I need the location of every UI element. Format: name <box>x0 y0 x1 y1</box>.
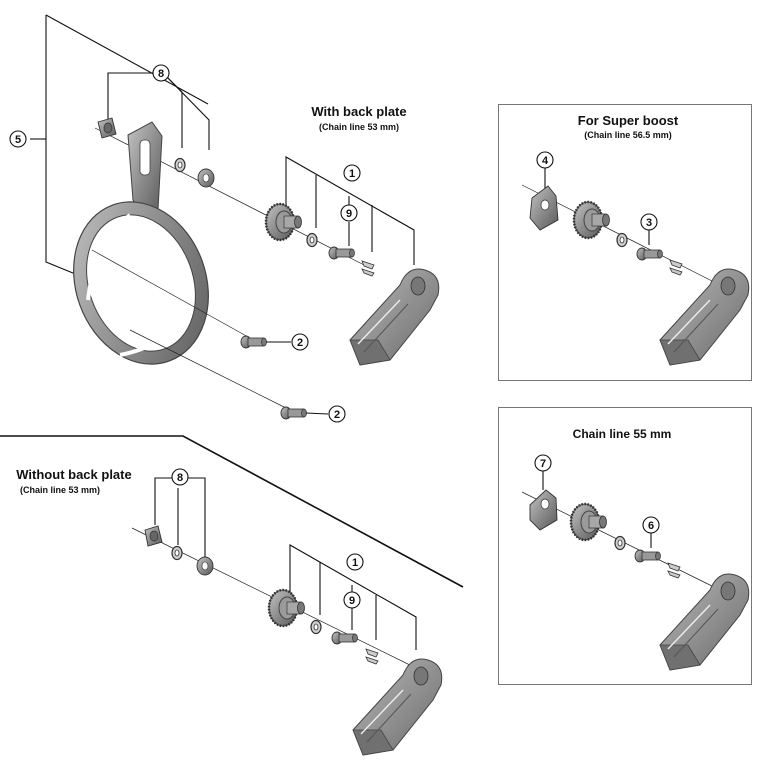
isg-adapter-top <box>264 202 303 242</box>
super-boost-subtitle: (Chain line 56.5 mm) <box>584 130 672 140</box>
svg-text:1: 1 <box>352 557 358 569</box>
washer-bottom <box>310 619 322 635</box>
svg-text:5: 5 <box>15 134 21 146</box>
back-plate <box>73 121 209 365</box>
callout-1-bottom-leader <box>289 544 417 650</box>
svg-text:6: 6 <box>648 520 654 532</box>
without-back-plate-subtitle: (Chain line 53 mm) <box>19 485 101 495</box>
adapter-plate-super-boost <box>529 185 559 231</box>
section-divider <box>0 435 464 588</box>
guide-bolt-1 <box>240 335 267 349</box>
callout-9-top: 9 <box>340 204 358 222</box>
chain-guide-super-boost <box>659 268 750 366</box>
fixing-bolt-top <box>328 246 355 260</box>
fixing-bolt-bottom <box>331 631 358 645</box>
washer-super-boost <box>616 232 628 248</box>
callout-2-b: 2 <box>328 405 346 423</box>
callout-2-a: 2 <box>291 333 309 351</box>
svg-text:7: 7 <box>540 458 546 470</box>
super-boost-inset <box>498 104 752 381</box>
mounting-screw-top <box>97 117 117 139</box>
isg-adapter-chain-line-55 <box>569 502 608 542</box>
svg-text:3: 3 <box>646 217 652 229</box>
chain-guide-bottom <box>352 658 443 756</box>
adapter-plate-chain-line-55 <box>529 489 558 531</box>
nut-top <box>197 168 215 188</box>
callout-5: 5 <box>9 130 27 148</box>
nut-bottom <box>196 556 214 576</box>
callout-4: 4 <box>536 151 554 169</box>
callout-1-bottom: 1 <box>346 553 364 571</box>
fixing-bolt-chain-line-55 <box>634 549 661 563</box>
clip-super-boost <box>669 259 683 276</box>
callout-6: 6 <box>642 516 660 534</box>
chain-guide-top <box>349 268 440 366</box>
svg-text:1: 1 <box>349 168 355 180</box>
callout-8-top: 8 <box>152 64 170 82</box>
super-boost-title: For Super boost <box>577 113 679 128</box>
with-back-plate-title: With back plate <box>311 104 407 119</box>
svg-text:2: 2 <box>334 409 340 421</box>
callout-7: 7 <box>534 454 552 472</box>
callout-8-bottom: 8 <box>171 468 189 486</box>
callout-3: 3 <box>640 213 658 231</box>
svg-text:9: 9 <box>349 595 355 607</box>
clip-chain-line-55 <box>667 562 681 579</box>
spacer-top <box>174 157 186 173</box>
svg-text:8: 8 <box>177 472 183 484</box>
guide-bolt-2 <box>280 406 307 420</box>
svg-text:2: 2 <box>297 337 303 349</box>
clip-top <box>361 260 375 277</box>
mounting-screw-bottom <box>144 525 163 547</box>
callout-9-bottom: 9 <box>343 591 361 609</box>
isg-adapter-bottom <box>267 588 306 628</box>
spacer-bottom <box>171 545 183 561</box>
fixing-bolt-super-boost <box>636 247 663 261</box>
washer-top <box>306 232 318 248</box>
clip-bottom <box>365 648 379 665</box>
without-back-plate-title: Without back plate <box>16 467 132 482</box>
svg-text:4: 4 <box>542 155 549 167</box>
washer-chain-line-55 <box>614 535 626 551</box>
chain-guide-chain-line-55 <box>659 573 750 671</box>
chain-line-55-title: Chain line 55 mm <box>572 427 672 441</box>
svg-text:8: 8 <box>158 68 164 80</box>
callout-1-top-leader <box>285 156 415 265</box>
with-back-plate-subtitle: (Chain line 53 mm) <box>318 122 400 132</box>
chain-line-55-inset <box>498 407 752 685</box>
callout-1-top: 1 <box>343 164 361 182</box>
isg-adapter-super-boost <box>572 200 611 240</box>
svg-text:9: 9 <box>346 208 352 220</box>
